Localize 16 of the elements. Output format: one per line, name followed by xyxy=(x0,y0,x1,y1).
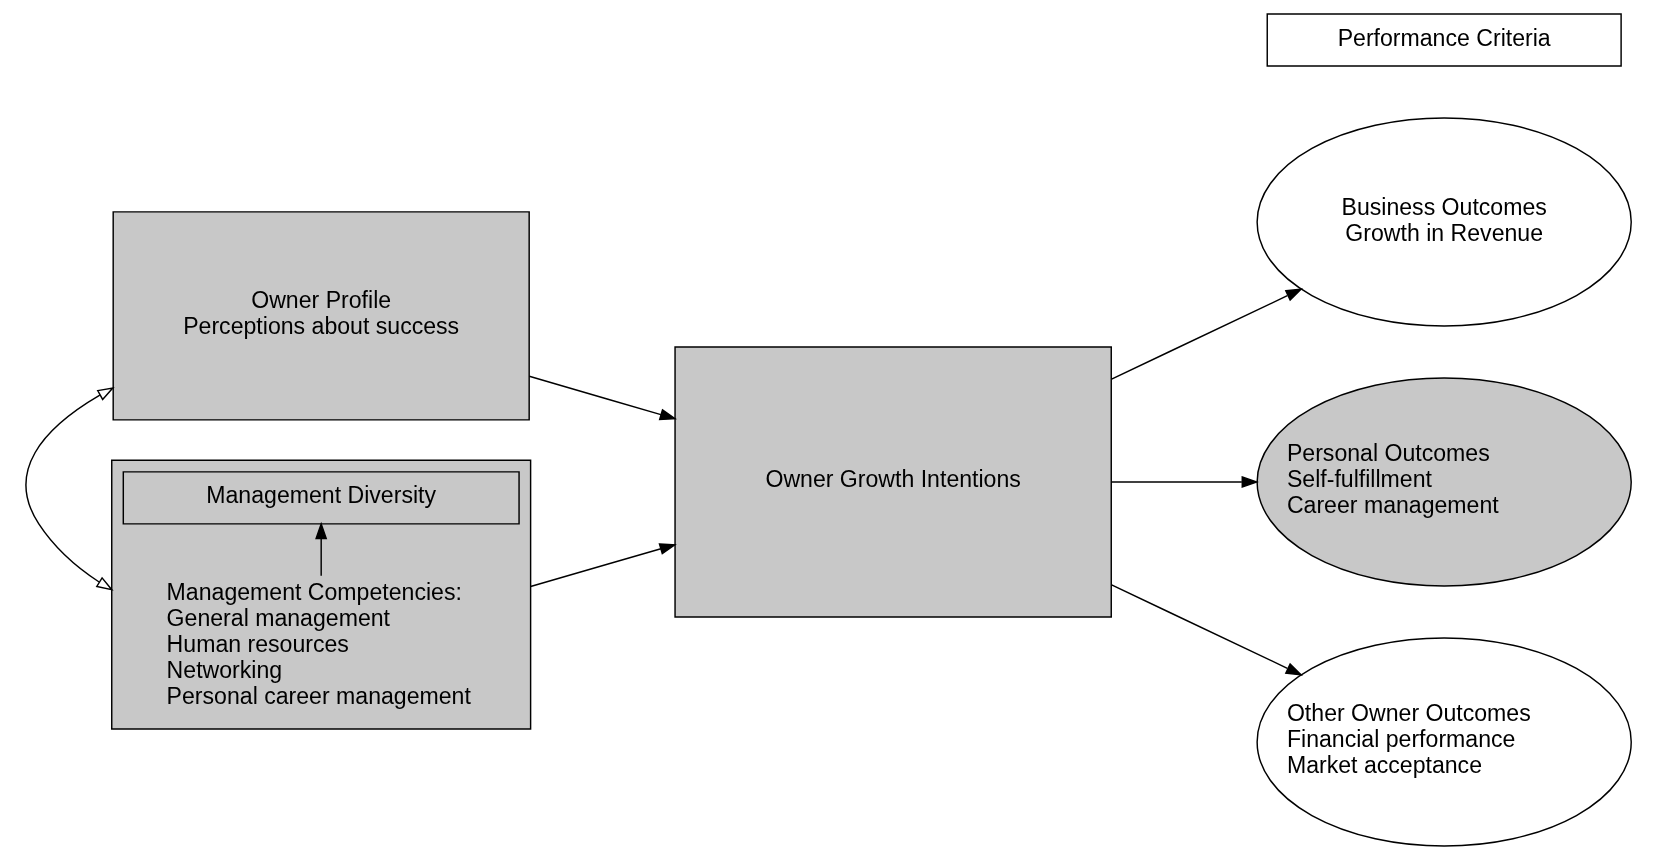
node-text: Management Competencies: General management Human resources Networking Personal career management xyxy=(166,579,471,710)
arrow xyxy=(528,375,677,421)
node-box: Performance Criteria xyxy=(1266,13,1622,67)
node-ellipse: Business Outcomes Growth in Revenue xyxy=(1255,117,1632,327)
node-box: Owner Growth Intentions xyxy=(673,346,1112,618)
node-box: Owner Profile Perceptions about success xyxy=(111,211,530,421)
arrow xyxy=(1110,584,1303,676)
arrow xyxy=(1110,475,1259,489)
arrow xyxy=(529,543,677,588)
arrow xyxy=(24,386,115,591)
node-box: Management Diversity xyxy=(122,471,520,525)
arrow xyxy=(314,521,327,577)
node-ellipse: Other Owner Outcomes Financial performance Market acceptance xyxy=(1255,637,1632,847)
arrow xyxy=(1110,288,1303,380)
node-ellipse: Personal Outcomes Self-fulfillment Career management xyxy=(1255,377,1632,587)
cluster xyxy=(110,459,531,730)
